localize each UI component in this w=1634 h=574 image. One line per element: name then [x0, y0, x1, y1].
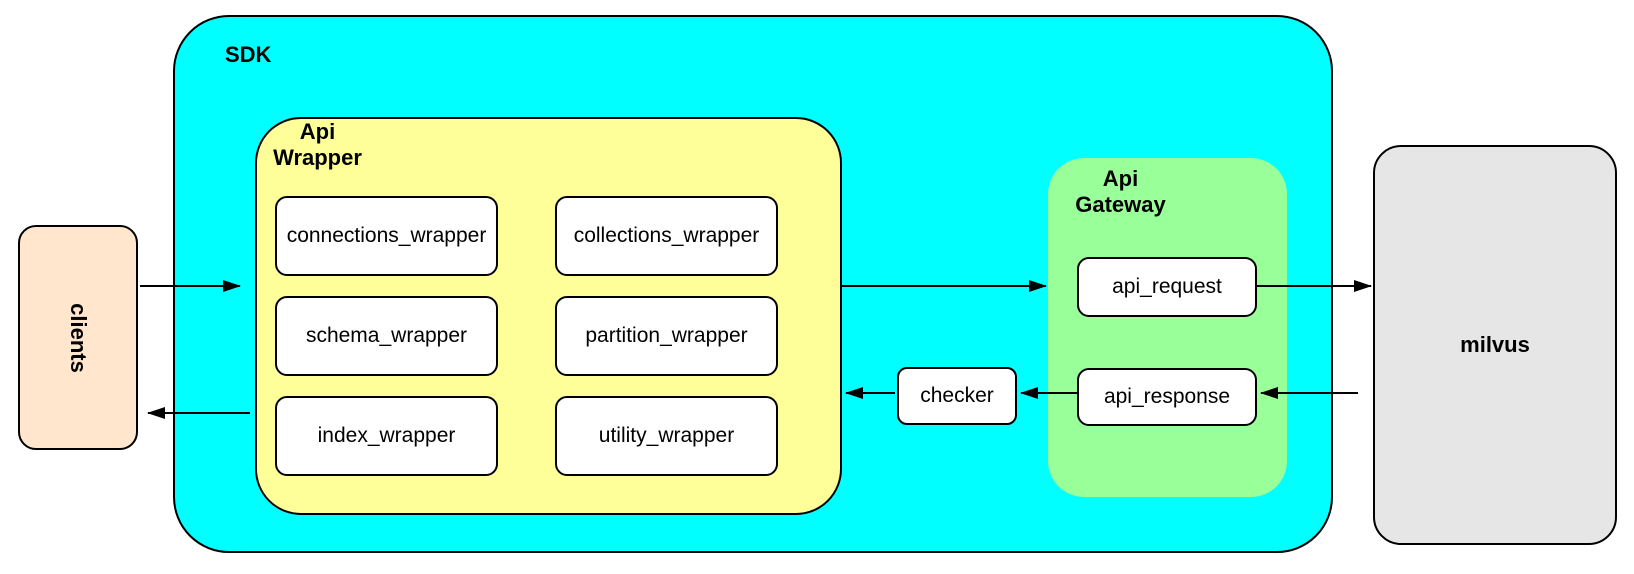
node-api-response: api_response [1077, 368, 1257, 426]
node-milvus-label: milvus [1460, 332, 1530, 357]
node-api-response-label: api_response [1103, 385, 1231, 408]
node-checker: checker [897, 367, 1017, 425]
node-clients-label: clients [65, 302, 91, 373]
node-api-request: api_request [1077, 257, 1257, 317]
node-partition-wrapper-label: partition_wrapper [585, 324, 748, 347]
node-api-request-label: api_request [1112, 275, 1222, 298]
node-milvus: milvus [1373, 145, 1617, 545]
api-gateway-label: Api Gateway [1075, 166, 1166, 217]
node-utility-wrapper: utility_wrapper [555, 396, 778, 476]
node-collections-wrapper: collections_wrapper [555, 196, 778, 276]
node-index-wrapper-label: index_wrapper [317, 424, 456, 447]
node-schema-wrapper: schema_wrapper [275, 296, 498, 376]
api-gateway-container [1048, 158, 1287, 497]
node-utility-wrapper-label: utility_wrapper [598, 424, 735, 447]
api-wrapper-label: Api Wrapper [273, 119, 362, 170]
node-schema-wrapper-label: schema_wrapper [305, 324, 468, 347]
sdk-label: SDK [225, 42, 272, 67]
node-checker-label: checker [920, 384, 994, 407]
node-connections-wrapper: connections_wrapper [275, 196, 498, 276]
node-partition-wrapper: partition_wrapper [555, 296, 778, 376]
node-clients: clients [18, 225, 138, 450]
node-connections-wrapper-label: connections_wrapper [286, 224, 487, 247]
node-collections-wrapper-label: collections_wrapper [573, 224, 760, 247]
node-index-wrapper: index_wrapper [275, 396, 498, 476]
